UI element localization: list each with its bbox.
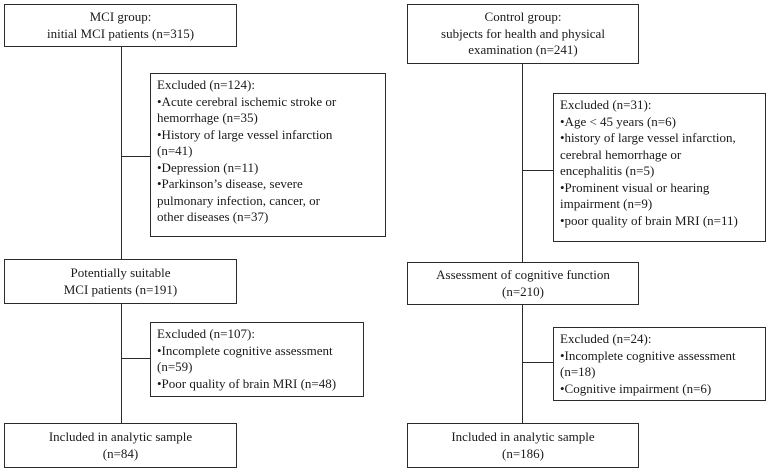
- mci-excluded-2-title: Excluded (n=107):: [157, 326, 255, 341]
- mci-excluded-2-item: •Incomplete cognitive assessment (n=59): [157, 343, 357, 376]
- mci-excluded-1-item: •Parkinson’s disease, severe pulmonary i…: [157, 176, 379, 226]
- mci-excluded-box-1: Excluded (n=124): •Acute cerebral ischem…: [150, 73, 386, 237]
- control-excluded-1-item-1-line-1: •Age < 45 years (n=6): [560, 113, 676, 129]
- mci-excluded-box-2: Excluded (n=107): •Incomplete cognitive …: [150, 322, 364, 397]
- control-initial-line-2: subjects for health and physical: [441, 25, 605, 41]
- control-final-line-2: (n=186): [502, 445, 544, 461]
- mci-excluded-1-item-4-line-2: pulmonary infection, cancer, or: [157, 192, 320, 208]
- control-excluded-1-item-4-line-1: •poor quality of brain MRI (n=11): [560, 212, 738, 228]
- control-excluded-1-title: Excluded (n=31):: [560, 97, 652, 112]
- mci-excluded-1-item: •Acute cerebral ischemic stroke or hemor…: [157, 94, 379, 127]
- control-excluded-2-item-1-line-1: •Incomplete cognitive assessment: [560, 347, 736, 363]
- mci-excluded-1-item-1-line-1: •Acute cerebral ischemic stroke or: [157, 93, 337, 109]
- control-initial-line-3: examination (n=241): [468, 42, 578, 58]
- mci-initial-line-1: MCI group:: [89, 9, 152, 24]
- mci-initial-line-2: initial MCI patients (n=315): [46, 25, 195, 41]
- mci-excluded-1-item-4-line-3: other diseases (n=37): [157, 209, 269, 224]
- control-excluded-1-item-2-line-1: •history of large vessel infarction,: [560, 130, 736, 145]
- mci-exclusion2-connector: [121, 358, 151, 359]
- control-excluded-1-item-2-line-2: cerebral hemorrhage or: [560, 146, 682, 162]
- mci-final-line-1: Included in analytic sample: [48, 429, 193, 444]
- control-included-box: Included in analytic sample (n=186): [407, 423, 639, 468]
- control-final-line-1: Included in analytic sample: [451, 429, 595, 444]
- control-excluded-1-item: •poor quality of brain MRI (n=11): [560, 213, 759, 230]
- mci-initial-box: MCI group: initial MCI patients (n=315): [4, 4, 237, 47]
- control-main-flow-line: [522, 64, 523, 424]
- control-excluded-2-item: •Cognitive impairment (n=6): [560, 381, 759, 398]
- mci-included-box: Included in analytic sample (n=84): [4, 423, 237, 468]
- mci-excluded-1-item-3-line-1: •Depression (n=11): [157, 159, 259, 175]
- control-excluded-1-item: •Prominent visual or hearing impairment …: [560, 180, 759, 213]
- control-excluded-box-1: Excluded (n=31): •Age < 45 years (n=6) •…: [553, 93, 766, 242]
- control-excluded-1-item-3-line-1: •Prominent visual or hearing: [560, 179, 710, 195]
- mci-excluded-1-title: Excluded (n=124):: [157, 77, 255, 92]
- control-excluded-2-title: Excluded (n=24):: [560, 331, 652, 346]
- control-excluded-1-item-3-line-2: impairment (n=9): [560, 196, 653, 211]
- control-assessment-box: Assessment of cognitive function (n=210): [407, 262, 639, 305]
- control-excluded-2-item-2-line-1: •Cognitive impairment (n=6): [560, 380, 712, 396]
- control-excluded-1-item-2-line-3: encephalitis (n=5): [560, 163, 655, 178]
- mci-excluded-1-item-2-line-2: (n=41): [157, 143, 193, 158]
- control-middle-line-1: Assessment of cognitive function: [436, 267, 610, 282]
- mci-middle-line-2: MCI patients (n=191): [63, 281, 178, 297]
- control-excluded-1-item: •history of large vessel infarction, cer…: [560, 130, 759, 180]
- control-initial-box: Control group: subjects for health and p…: [407, 4, 639, 64]
- control-exclusion1-connector: [522, 170, 553, 171]
- mci-main-flow-line: [121, 46, 122, 424]
- control-initial-line-1: Control group:: [484, 9, 562, 25]
- mci-excluded-2-item-1-line-2: (n=59): [157, 359, 193, 374]
- control-excluded-2-item-1-line-2: (n=18): [560, 364, 596, 379]
- control-excluded-1-item: •Age < 45 years (n=6): [560, 114, 759, 131]
- control-exclusion2-connector: [522, 362, 553, 363]
- mci-excluded-1-item: •Depression (n=11): [157, 160, 379, 177]
- mci-excluded-2-item: •Poor quality of brain MRI (n=48): [157, 376, 357, 393]
- mci-middle-line-1: Potentially suitable: [70, 265, 171, 280]
- control-middle-line-2: (n=210): [502, 283, 544, 299]
- mci-excluded-2-item-2-line-1: •Poor quality of brain MRI (n=48): [157, 375, 337, 391]
- mci-excluded-1-item-1-line-2: hemorrhage (n=35): [157, 110, 258, 125]
- control-excluded-2-item: •Incomplete cognitive assessment (n=18): [560, 348, 759, 381]
- mci-excluded-1-item: •History of large vessel infarction (n=4…: [157, 127, 379, 160]
- mci-excluded-1-item-4-line-1: •Parkinson’s disease, severe: [157, 176, 303, 191]
- mci-potentially-suitable-box: Potentially suitable MCI patients (n=191…: [4, 259, 237, 304]
- mci-final-line-2: (n=84): [102, 445, 139, 461]
- mci-excluded-2-item-1-line-1: •Incomplete cognitive assessment: [157, 342, 333, 358]
- control-excluded-box-2: Excluded (n=24): •Incomplete cognitive a…: [553, 327, 766, 401]
- mci-excluded-1-item-2-line-1: •History of large vessel infarction: [157, 126, 333, 142]
- mci-exclusion1-connector: [121, 156, 151, 157]
